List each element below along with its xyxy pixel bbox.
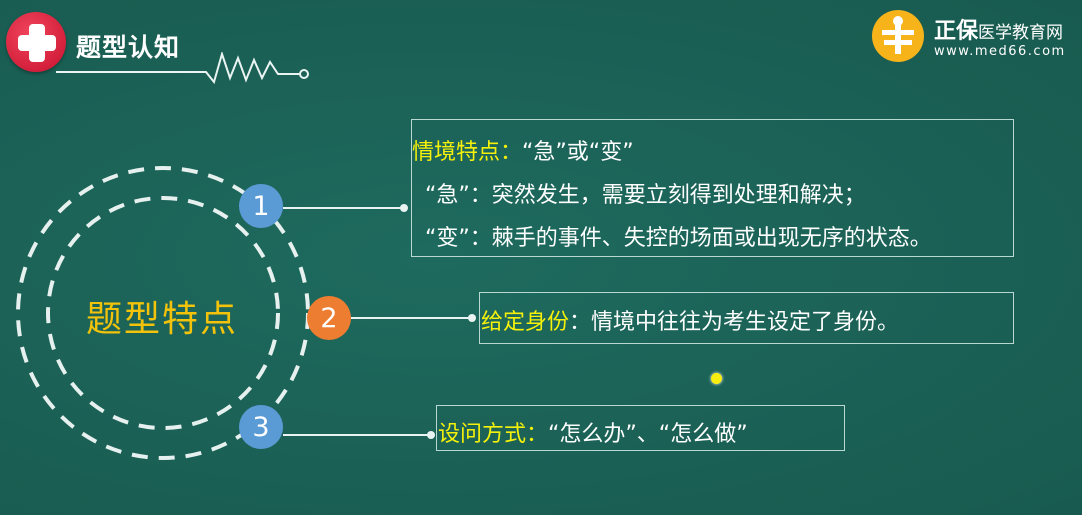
node-3: 3 <box>239 405 283 449</box>
item-1-line-1: “急”：突然发生，需要立刻得到处理和解决； <box>425 183 866 208</box>
connector-2 <box>351 317 471 319</box>
connector-dot-3 <box>427 431 435 439</box>
center-label: 题型特点 <box>86 299 239 340</box>
cursor-pointer-icon <box>711 373 722 384</box>
item-box-3 <box>436 405 845 451</box>
header-title: 题型认知 <box>76 33 181 62</box>
medical-cross-icon <box>6 12 66 72</box>
brand-url: www.med66.com <box>934 44 1066 59</box>
item-3-text: 设问方式：“怎么办”、“怎么做” <box>438 422 748 447</box>
item-box-1 <box>411 119 1014 257</box>
item-1-heading: 情境特点：“急”或“变” <box>412 140 634 165</box>
heartbeat-line-icon <box>56 52 309 85</box>
item-1-line-2: “变”：棘手的事件、失控的场面或出现无序的状态。 <box>425 226 932 251</box>
item-box-2 <box>479 292 1014 344</box>
node-1: 1 <box>239 184 283 228</box>
connector-dot-1 <box>400 204 408 212</box>
connector-3 <box>283 434 431 436</box>
brand-name: 正保医学教育网 <box>934 19 1064 44</box>
connector-1 <box>283 207 403 209</box>
med66-logo-icon <box>872 10 924 62</box>
connector-dot-2 <box>468 314 476 322</box>
node-2: 2 <box>307 296 351 340</box>
item-2-text: 给定身份：情境中往往为考生设定了身份。 <box>481 310 900 335</box>
